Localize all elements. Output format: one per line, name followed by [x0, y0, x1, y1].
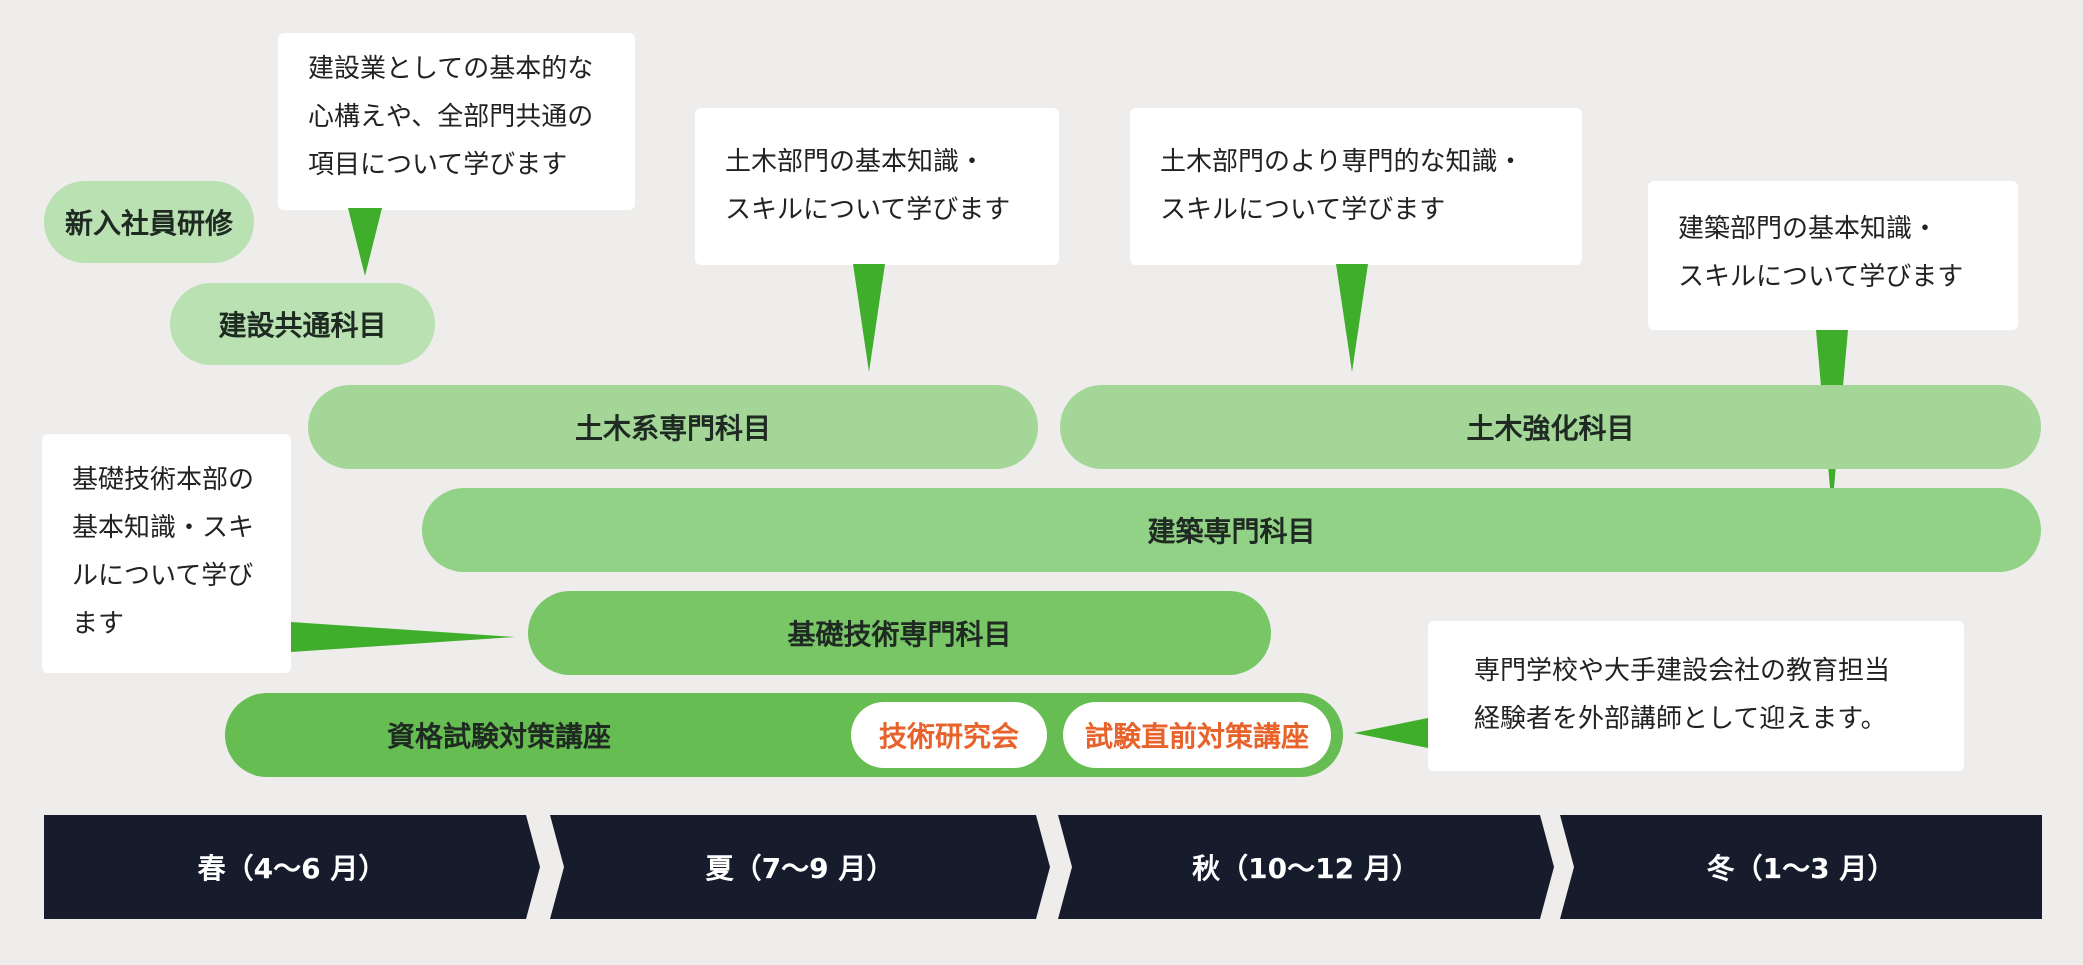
- season-summer-label: 夏（7〜9 月）: [705, 852, 895, 885]
- bar-qualification-label: 資格試験対策講座: [387, 720, 612, 753]
- badge-exam-prep: 試験直前対策講座: [1063, 702, 1331, 768]
- season-spring: 春（4〜6 月）: [44, 815, 540, 919]
- season-winter: 冬（1〜3 月）: [1560, 815, 2042, 919]
- season-spring-label: 春（4〜6 月）: [197, 852, 387, 885]
- season-winter-label: 冬（1〜3 月）: [1706, 852, 1896, 885]
- callout-common-subjects: 建設業としての基本的な 心構えや、全部門共通の 項目について学びます: [278, 33, 635, 210]
- pointer-foundation: [291, 622, 515, 652]
- pointer-civil-basic: [853, 264, 885, 372]
- callout-foundation: 基礎技術本部の 基本知識・スキ ルについて学び ます: [42, 434, 291, 673]
- pointer-civil-advanced: [1336, 264, 1368, 372]
- bar-civil-specialty: 土木系専門科目: [308, 385, 1038, 469]
- callout-civil-basic: 土木部門の基本知識・ スキルについて学びます: [695, 108, 1059, 265]
- callout-external-instructors: 専門学校や大手建設会社の教育担当 経験者を外部講師として迎えます。: [1428, 621, 1964, 771]
- badge-tech-research: 技術研究会: [851, 702, 1047, 768]
- callout-civil-advanced: 土木部門のより専門的な知識・ スキルについて学びます: [1130, 108, 1582, 265]
- callout-architecture: 建築部門の基本知識・ スキルについて学びます: [1648, 181, 2018, 330]
- bar-foundation-specialty: 基礎技術専門科目: [528, 591, 1271, 675]
- bar-architecture-specialty: 建築専門科目: [422, 488, 2041, 572]
- bar-common-subjects: 建設共通科目: [170, 283, 435, 365]
- pointer-common: [348, 208, 382, 276]
- bar-civil-strengthening: 土木強化科目: [1060, 385, 2041, 469]
- season-autumn: 秋（10〜12 月）: [1058, 815, 1554, 919]
- bar-new-employee-training: 新入社員研修: [44, 181, 254, 263]
- pointer-external: [1354, 718, 1428, 748]
- season-autumn-label: 秋（10〜12 月）: [1192, 852, 1420, 885]
- season-summer: 夏（7〜9 月）: [550, 815, 1050, 919]
